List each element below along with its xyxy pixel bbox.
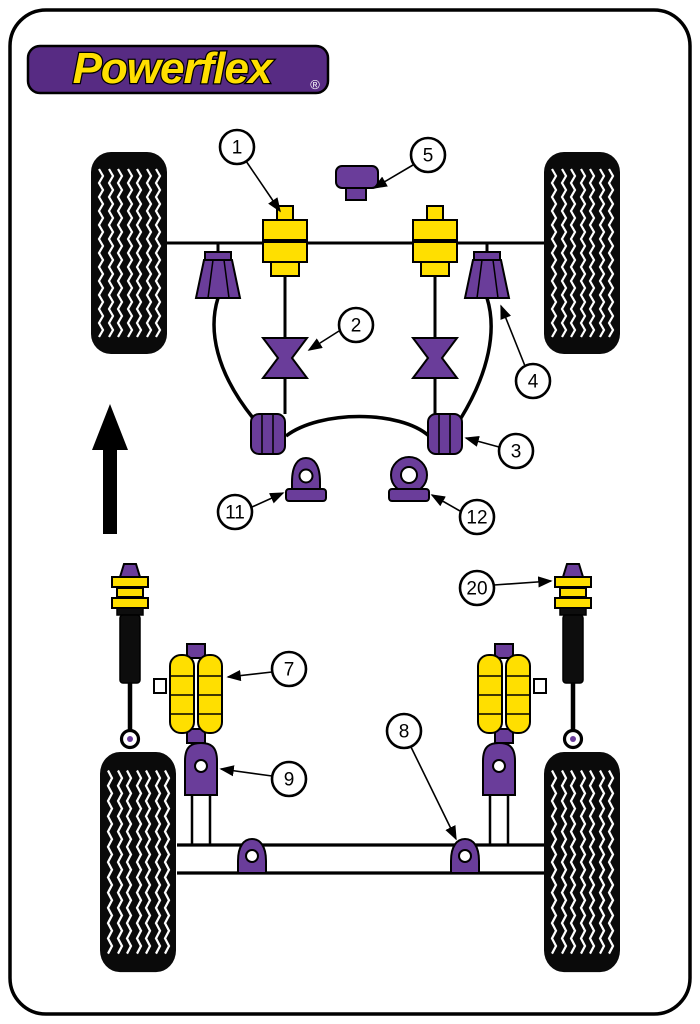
- drop-link-bush-left: [261, 337, 309, 379]
- rear-shock-right: [554, 563, 592, 750]
- engine-mount-bush-right: [412, 205, 458, 277]
- callout-8: 8: [385, 712, 457, 841]
- beam-mount-bush-left: [237, 837, 267, 874]
- gearbox-mount-bush: [335, 165, 379, 201]
- engine-mount-bush-left: [262, 205, 308, 277]
- callout-9: 9: [219, 760, 308, 798]
- callout-4-number: 4: [528, 372, 539, 393]
- shock-top-bush-left: [118, 563, 142, 578]
- callout-3-number: 3: [511, 442, 522, 463]
- callout-9-number: 9: [284, 770, 295, 791]
- callout-1-number: 1: [232, 138, 243, 159]
- logo-background: [26, 44, 330, 95]
- bump-stop-left: [111, 576, 149, 588]
- front-direction-arrow: [92, 404, 128, 534]
- arb-bush-right: [427, 413, 463, 455]
- page-border: [8, 8, 692, 1016]
- bump-stop-right: [554, 576, 592, 588]
- arb-bush-left: [250, 413, 286, 455]
- trailing-arm-mount-left: [184, 741, 218, 796]
- drop-link-bush-right: [411, 337, 459, 379]
- arb-outer-bush-right: [463, 251, 511, 299]
- callout-12-number: 12: [466, 508, 487, 529]
- callout-12: 12: [430, 494, 496, 536]
- callout-5-number: 5: [423, 146, 434, 167]
- callout-2: 2: [307, 306, 375, 351]
- beam-front-bush-right: [477, 643, 547, 744]
- rear-left-tire: [100, 752, 176, 972]
- shock-top-bush-right: [561, 563, 585, 578]
- front-left-tire: [91, 152, 167, 354]
- bracket-bush-11: [285, 456, 327, 502]
- logo-text: Powerflex: [73, 44, 274, 93]
- callout-20: 20: [458, 569, 553, 607]
- callout-7-number: 7: [284, 660, 295, 681]
- anti-roll-bar: [212, 297, 493, 438]
- callout-8-number: 8: [399, 722, 410, 743]
- powerflex-logo: Powerflex ®: [26, 43, 330, 95]
- arb-outer-bush-left: [194, 251, 242, 299]
- callout-3: 3: [464, 432, 535, 470]
- rear-shock-left: [111, 563, 149, 750]
- callout-11: 11: [216, 492, 285, 531]
- callout-5: 5: [372, 136, 447, 189]
- trailing-arm-mount-right: [482, 741, 516, 796]
- trailing-arm-links: [190, 795, 510, 845]
- callout-2-number: 2: [351, 316, 362, 337]
- callout-20-number: 20: [466, 579, 487, 600]
- callout-7: 7: [226, 650, 308, 688]
- bracket-bush-12: [388, 456, 430, 502]
- callout-4: 4: [500, 304, 552, 400]
- rear-right-tire: [544, 752, 620, 972]
- front-suspension-diagram: 1 5 2 4 3 11 12: [91, 128, 620, 536]
- callout-1: 1: [218, 128, 281, 213]
- front-right-tire: [544, 152, 620, 354]
- beam-mount-bush-right: [450, 837, 480, 874]
- registered-trademark-mark: ®: [310, 77, 320, 92]
- callout-11-number: 11: [225, 503, 245, 524]
- link-rods: [216, 243, 489, 414]
- rear-suspension-diagram: 20 7 9 8: [100, 563, 620, 972]
- beam-front-bush-left: [153, 643, 223, 744]
